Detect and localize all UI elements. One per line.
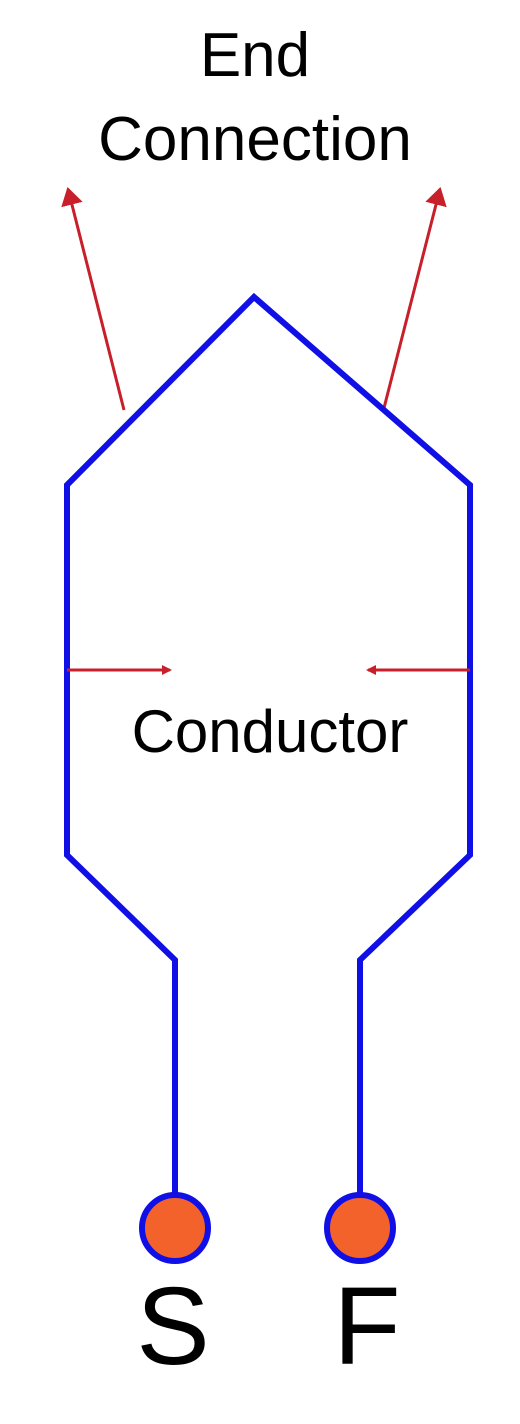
start-terminal-dot bbox=[139, 1192, 211, 1264]
end-connection-arrow-left bbox=[61, 187, 126, 411]
coil-outline bbox=[64, 292, 473, 1195]
end-connection-label-line2: Connection bbox=[98, 105, 412, 174]
finish-terminal-dot bbox=[324, 1192, 396, 1264]
finish-terminal-label: F bbox=[333, 1265, 400, 1388]
end-connection-arrow-right bbox=[382, 187, 447, 409]
conductor-label: Conductor bbox=[132, 698, 409, 765]
start-terminal-label: S bbox=[136, 1265, 209, 1388]
end-connection-label-line1: End bbox=[200, 21, 310, 90]
